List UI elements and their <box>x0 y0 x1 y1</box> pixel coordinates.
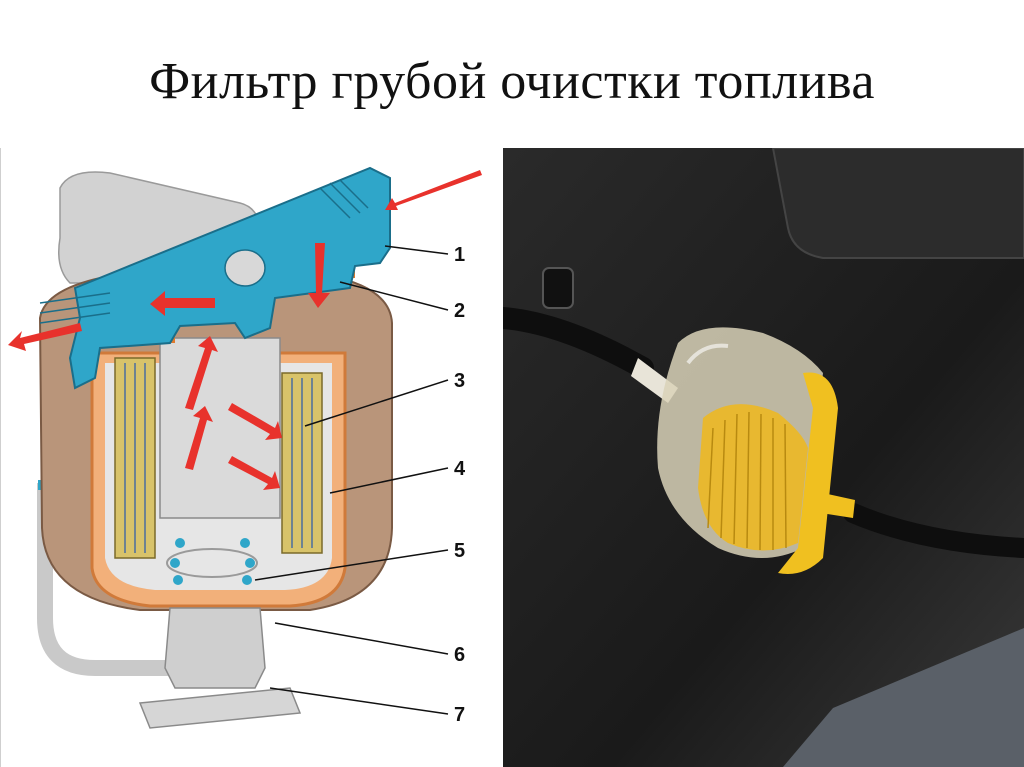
lower-surface <box>783 628 1024 767</box>
slide-title: Фильтр грубой очистки топлива <box>149 53 875 110</box>
filter-rim <box>778 372 838 574</box>
callout-1: 1 <box>454 244 465 266</box>
callout-2: 2 <box>454 300 465 322</box>
callout-5: 5 <box>454 540 465 562</box>
filter-paper <box>698 404 808 551</box>
drain-valve <box>164 607 266 689</box>
spring <box>170 538 255 585</box>
callout-7: 7 <box>454 704 465 726</box>
fuel-hose-right <box>843 503 1024 558</box>
filter-photo <box>503 148 1024 767</box>
fuel-hose-left <box>503 307 654 379</box>
outlet-nozzle <box>821 493 855 518</box>
filter-pleats <box>707 411 787 551</box>
drain-lever <box>138 687 302 729</box>
callout-3: 3 <box>454 370 465 392</box>
photo-svg <box>503 148 1024 767</box>
filter-mesh <box>124 363 313 553</box>
inlet-thread <box>319 179 369 219</box>
outlet-thread <box>39 292 111 324</box>
callout-4: 4 <box>454 458 466 480</box>
cutaway-svg: 1 2 3 4 5 6 7 <box>0 148 482 767</box>
callout-6: 6 <box>454 644 465 666</box>
filter-cutaway-diagram: 1 2 3 4 5 6 7 <box>0 148 490 767</box>
engine-panel <box>771 148 1024 259</box>
fuel-pipe <box>37 483 170 676</box>
hose-clip <box>542 267 574 309</box>
flow-arrows <box>8 170 482 490</box>
callout-leaders <box>254 245 449 715</box>
